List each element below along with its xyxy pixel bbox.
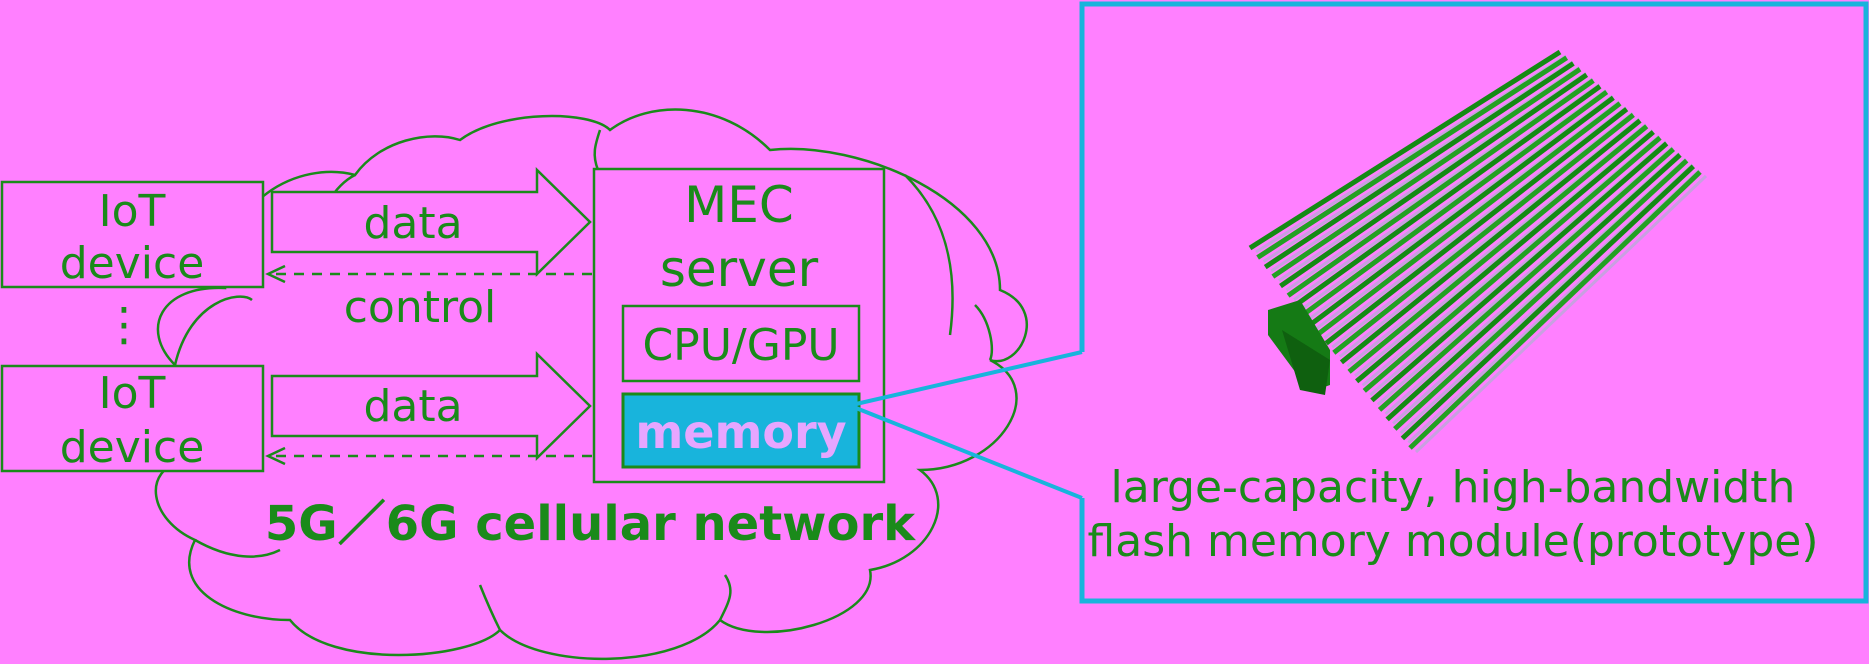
module-plate [1355, 130, 1655, 384]
iot-device-bottom-line1: IoT [99, 368, 166, 419]
module-plate [1362, 135, 1662, 393]
mec-server-title-line1: MEC [684, 176, 794, 234]
iot-device-top-line1: IoT [99, 186, 166, 237]
module-plate [1377, 147, 1675, 412]
module-plate [1370, 141, 1669, 403]
data-arrow-bottom-label: data [363, 381, 462, 432]
module-plate-highlight [1414, 174, 1708, 454]
control-arrow [265, 264, 592, 284]
data-arrow-top: data [270, 167, 592, 277]
module-plate [1294, 84, 1602, 308]
cpu-gpu-label: CPU/GPU [642, 320, 839, 371]
memory-label: memory [635, 405, 846, 459]
cpu-gpu-box [621, 304, 861, 383]
module-plate [1286, 78, 1595, 298]
callout-lines [855, 350, 1083, 500]
module-plate [1408, 170, 1702, 450]
module-plate [1393, 158, 1689, 431]
module-plate [1385, 153, 1682, 422]
module-plate [1248, 49, 1562, 251]
module-caption-line1: large-capacity, high-bandwidth [1111, 462, 1796, 513]
module-plate [1279, 72, 1589, 289]
device-ellipsis: ⋮ [101, 297, 147, 351]
mec-server: MEC server CPU/GPU memory [592, 167, 886, 484]
network-label: 5G／6G cellular network [265, 496, 916, 552]
module-plate [1324, 107, 1629, 346]
module-plate [1347, 124, 1649, 374]
memory-box [621, 392, 861, 469]
control-arrow-label: control [344, 282, 497, 333]
flash-module-illustration [1248, 49, 1708, 454]
data-arrow-bottom: data [270, 351, 592, 461]
module-plate [1263, 61, 1575, 270]
data-arrow-top-label: data [363, 198, 462, 249]
mec-server-title-line2: server [660, 240, 819, 298]
iot-device-bottom: IoT device [0, 364, 265, 473]
module-plate [1317, 101, 1622, 336]
iot-device-top: IoT device [0, 180, 265, 289]
module-plate [1271, 67, 1582, 279]
return-arrow-bottom [265, 446, 592, 466]
iot-device-bottom-line2: device [60, 422, 205, 473]
module-plate [1301, 89, 1609, 317]
module-plate [1400, 164, 1696, 441]
module-caption-line2: flash memory module(prototype) [1088, 516, 1819, 567]
iot-device-top-line2: device [60, 238, 205, 289]
module-plate [1256, 55, 1569, 260]
module-plate [1339, 118, 1642, 365]
module-plate [1332, 112, 1635, 355]
module-plate [1309, 95, 1615, 327]
module-panel [1079, 1, 1869, 604]
